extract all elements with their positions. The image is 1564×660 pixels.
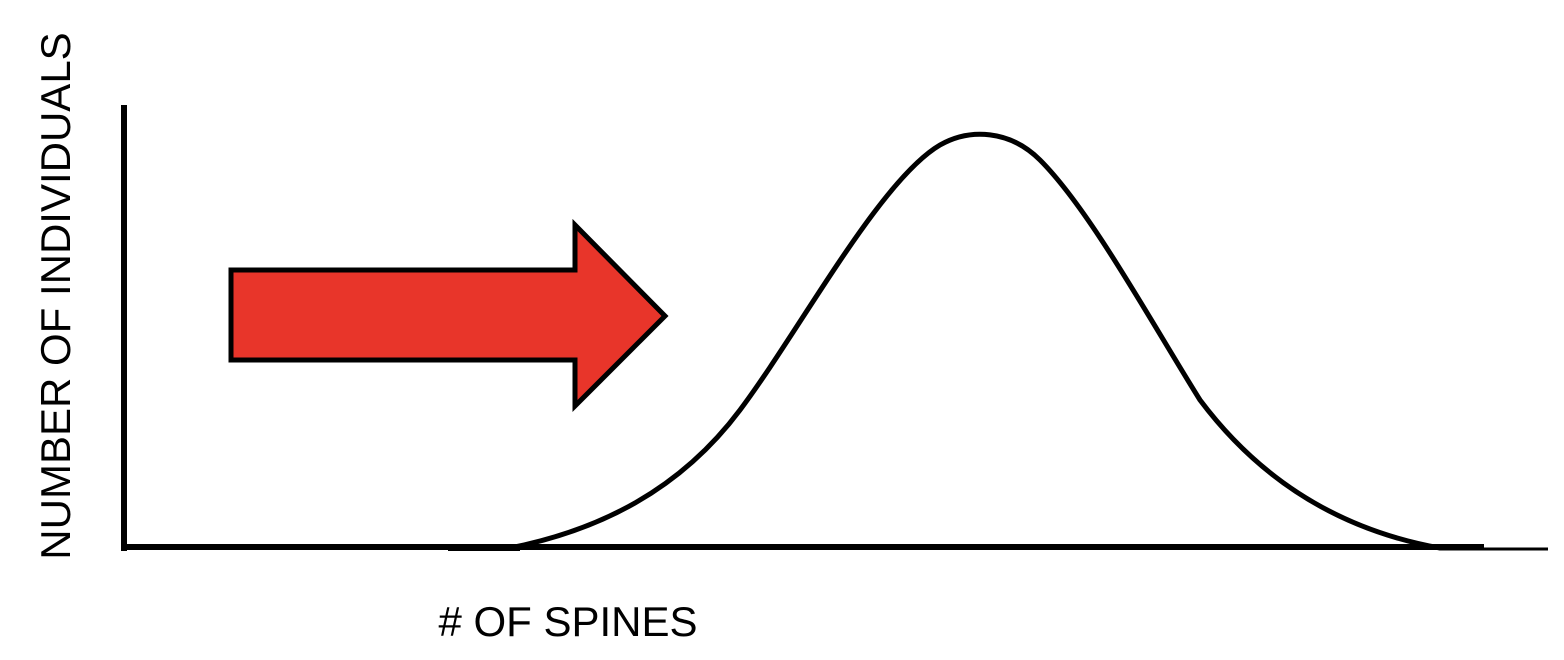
x-axis-label: # OF SPINES xyxy=(438,598,697,645)
y-axis-label: NUMBER OF INDIVIDUALS xyxy=(32,32,79,559)
bell-curve xyxy=(507,131,1443,551)
red-arrow-right xyxy=(228,218,669,413)
